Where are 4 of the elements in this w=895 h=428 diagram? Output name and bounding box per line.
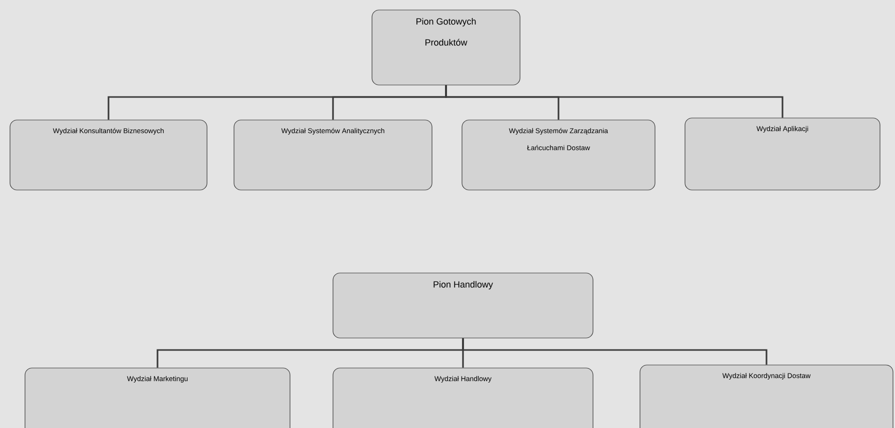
org-box: Pion Gotowych Produktów — [372, 10, 520, 86]
connector-line — [445, 85, 784, 118]
connector-line — [462, 338, 768, 365]
org-box: Pion Handlowy — [332, 272, 594, 338]
